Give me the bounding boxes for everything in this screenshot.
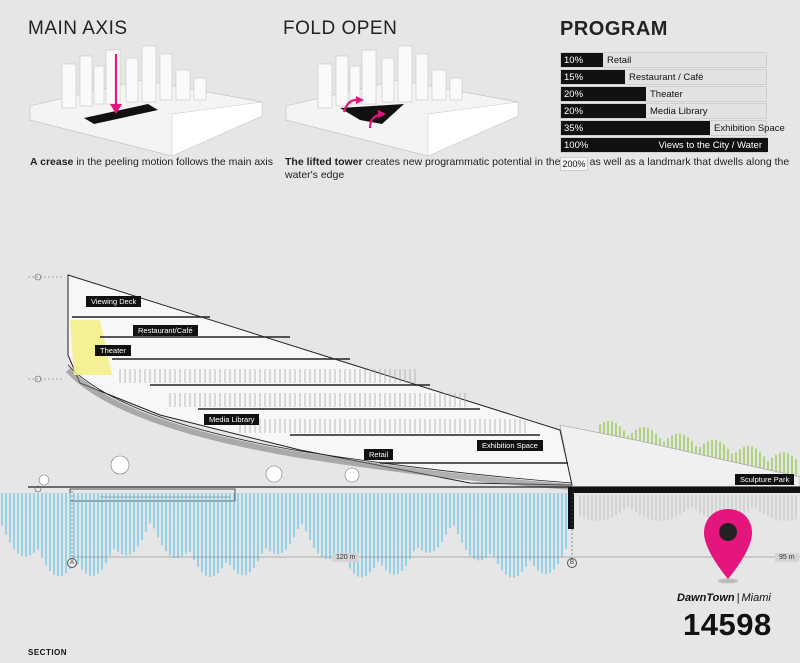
fold-open-caption: The lifted tower creates new programmati… xyxy=(285,156,800,182)
label-exhibition: Exhibition Space xyxy=(477,440,543,451)
water-bars xyxy=(1,493,567,578)
fold-open-heading: FOLD OPEN xyxy=(283,18,398,39)
program-row: 100% Views to the City / Water xyxy=(560,137,768,153)
program-bar-fill xyxy=(561,138,768,152)
program-percent: 20% xyxy=(564,89,584,100)
program-row: 20% Media Library xyxy=(560,103,767,119)
axis-a-marker: A xyxy=(67,558,77,568)
program-row: 35% Exhibition Space xyxy=(560,120,785,136)
program-name: Retail xyxy=(607,55,632,66)
program-name: Exhibition Space xyxy=(714,123,785,134)
program-percent: 20% xyxy=(564,106,584,117)
section-title: SECTION xyxy=(28,648,68,657)
program-name: Restaurant / Café xyxy=(629,72,704,83)
project-number: 14598 xyxy=(683,607,772,642)
program-row: 15% Restaurant / Café xyxy=(560,69,767,85)
label-retail: Retail xyxy=(364,449,394,460)
program-row: 20% Theater xyxy=(560,86,767,102)
brand-line: DawnTown|Miami xyxy=(677,592,771,604)
label-restaurant: Restaurant/Café xyxy=(133,325,198,336)
program-row: 10% Retail xyxy=(560,52,767,68)
brand-name: DawnTown xyxy=(677,592,735,604)
main-axis-diagram xyxy=(29,45,263,156)
program-total: 200% xyxy=(560,157,588,171)
main-axis-heading: MAIN AXIS xyxy=(28,18,128,39)
program-name: Theater xyxy=(650,89,683,100)
program-heading: PROGRAM xyxy=(560,18,668,40)
program-name: Media Library xyxy=(650,106,708,117)
program-bar-fill xyxy=(561,104,646,118)
brand-city: Miami xyxy=(741,592,771,604)
map-pin-icon xyxy=(704,509,752,584)
program-bar-fill xyxy=(561,53,603,67)
dimension-left: 120 m xyxy=(332,553,360,562)
program-percent: 15% xyxy=(564,72,584,83)
program-percent: 10% xyxy=(564,55,584,66)
program-bar-fill xyxy=(561,70,625,84)
main-axis-caption-bold: A crease xyxy=(30,156,74,168)
label-theater: Theater xyxy=(95,345,131,356)
label-media-library: Media Library xyxy=(204,414,260,425)
program-name: Views to the City / Water xyxy=(658,140,762,151)
fold-open-caption-bold: The lifted tower xyxy=(285,156,363,168)
label-viewing-deck: Viewing Deck xyxy=(86,296,142,307)
program-percent: 35% xyxy=(564,123,584,134)
dimension-right: 95 m xyxy=(775,553,799,562)
building-section xyxy=(1,273,800,578)
program-percent: 100% xyxy=(564,140,589,151)
main-axis-caption: A crease in the peeling motion follows t… xyxy=(30,156,273,169)
label-sculpture-park: Sculpture Park xyxy=(735,474,795,485)
program-bar-fill xyxy=(561,121,710,135)
brand-separator: | xyxy=(736,592,740,604)
program-bar-fill xyxy=(561,87,646,101)
fold-open-diagram xyxy=(285,45,519,156)
axis-b-marker: B xyxy=(567,558,577,568)
main-axis-caption-text: in the peeling motion follows the main a… xyxy=(73,156,274,168)
